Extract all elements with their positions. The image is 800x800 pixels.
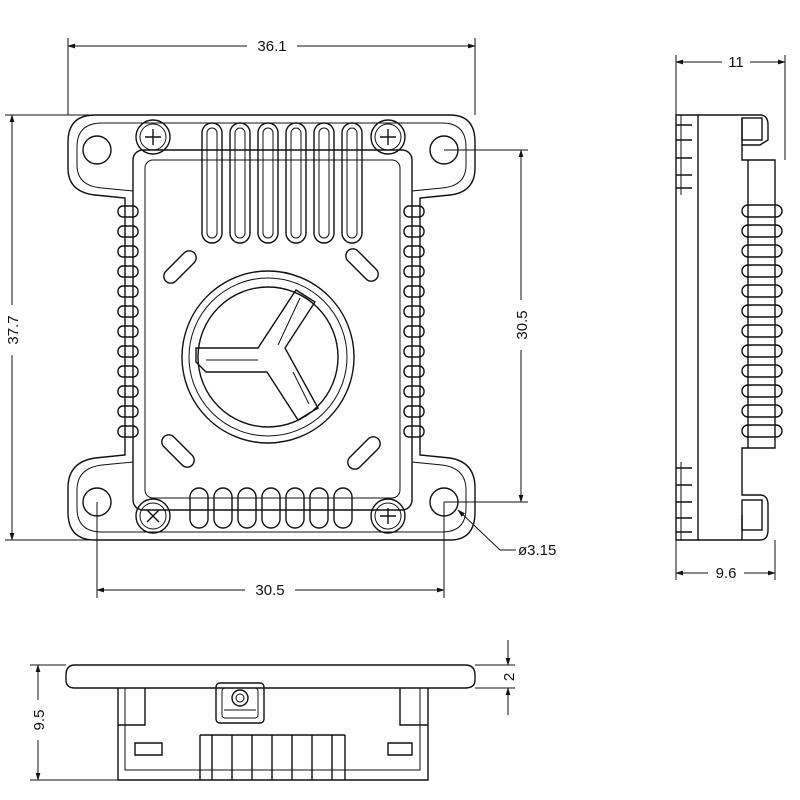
dimension-hole-diameter-label: ø3.15 <box>518 542 556 559</box>
dimension-hole-diameter: ø3.15 <box>457 509 556 559</box>
front-plate-outline <box>67 114 476 541</box>
dimension-top-width-label: 36.1 <box>257 38 286 55</box>
fan <box>181 270 355 444</box>
screw-icon-bottom-right <box>370 498 406 534</box>
connector-icon <box>215 682 265 724</box>
dimension-side-body-depth-label: 9.6 <box>716 565 737 582</box>
top-vent-slots <box>201 122 363 244</box>
dimension-bottom-height-label: 9.5 <box>31 710 48 731</box>
dimension-side-body-depth: 9.6 <box>675 540 776 582</box>
right-side-fins <box>403 205 425 438</box>
dimension-overall-height-label: 37.7 <box>5 315 22 344</box>
dimension-flange-thickness: 2 <box>475 640 518 715</box>
mount-hole-top-left <box>82 135 112 165</box>
front-plate-inner-outline <box>76 122 467 533</box>
dimension-side-depth-label: 11 <box>728 54 744 71</box>
dimension-overall-height: 37.7 <box>2 114 95 541</box>
dimension-hole-spacing-horizontal: 30.5 <box>96 502 445 599</box>
screw-icon-bottom-left <box>135 498 171 534</box>
front-view <box>67 114 476 541</box>
bottom-view <box>65 664 476 781</box>
dimension-flange-thickness-label: 2 <box>501 673 518 681</box>
side-view-fins <box>741 204 783 438</box>
oblong-slots <box>161 248 381 470</box>
screw-icon-top-right <box>370 119 406 155</box>
side-view <box>675 114 783 541</box>
dimension-hole-spacing-vertical: 30.5 <box>444 149 532 503</box>
dimension-hole-spacing-vertical-label: 30.5 <box>514 310 531 339</box>
screw-icon-top-left <box>135 119 171 155</box>
dimension-hole-spacing-horizontal-label: 30.5 <box>255 582 284 599</box>
dimension-bottom-height: 9.5 <box>28 664 118 781</box>
left-side-fins <box>117 205 139 438</box>
dimension-top-width: 36.1 <box>67 36 476 115</box>
dimension-side-depth: 11 <box>675 52 786 160</box>
bottom-vent-slots <box>189 487 353 529</box>
